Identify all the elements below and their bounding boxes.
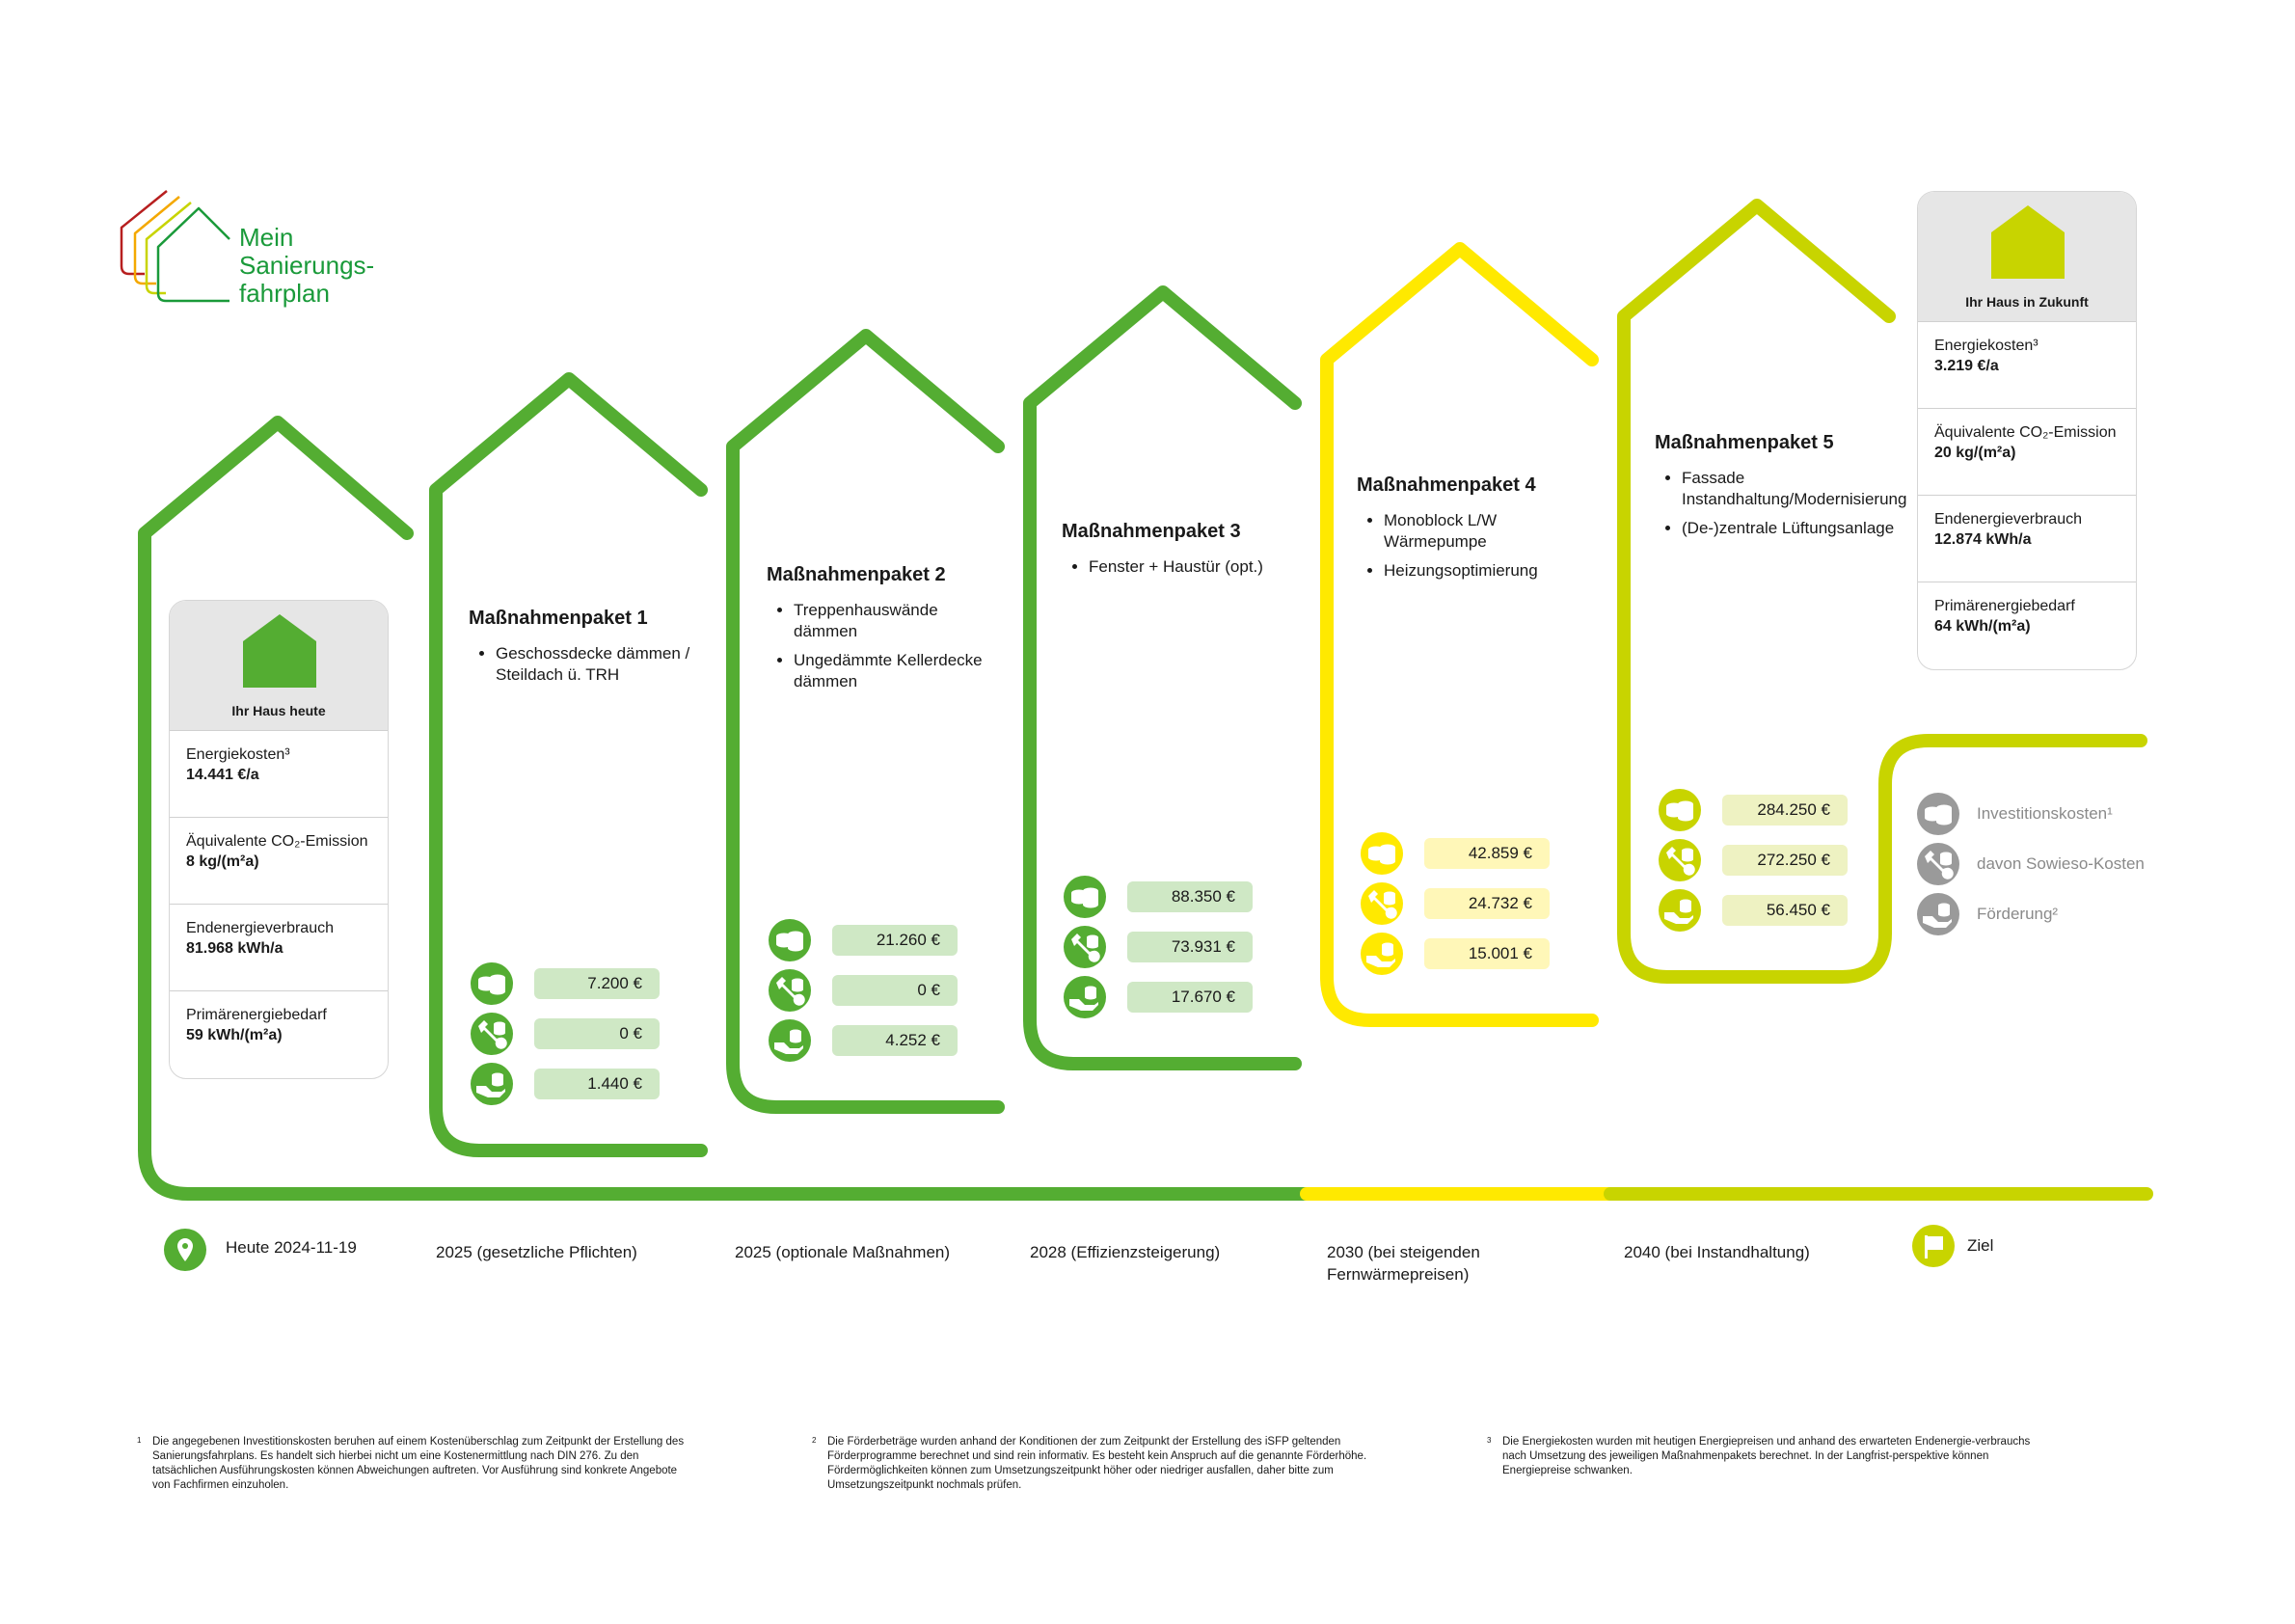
package-3: Maßnahmenpaket 3 Fenster + Haustür (opt.…: [1062, 521, 1303, 585]
sowieso-value: 73.931 €: [1127, 932, 1253, 962]
package-4: Maßnahmenpaket 4 Monoblock L/W Wärmepump…: [1357, 474, 1569, 589]
foerderung-value: 56.450 €: [1722, 895, 1848, 926]
wrench-coins-icon: [1361, 882, 1403, 925]
coins-icon: [471, 962, 513, 1005]
timeline-start: Heute 2024-11-19: [226, 1238, 357, 1257]
hand-coins-icon: [1064, 976, 1106, 1018]
timeline-package-3: 2028 (Effizienzsteigerung): [1030, 1243, 1221, 1261]
invest-value: 284.250 €: [1722, 795, 1848, 826]
wrench-coins-icon: [1064, 926, 1106, 968]
invest-value: 21.260 €: [832, 925, 958, 956]
timeline-package-4: 2030 (bei steigenden Fernwärmepreisen): [1327, 1243, 1480, 1284]
wrench-coins-icon: [1659, 839, 1701, 881]
logo-line-1: Mein: [239, 223, 294, 252]
sowieso-value: 24.732 €: [1424, 888, 1550, 919]
package-1: Maßnahmenpaket 1 Geschossdecke dämmen / …: [469, 608, 710, 693]
card-title: Ihr Haus heute: [231, 703, 326, 718]
coins-icon: [769, 919, 811, 961]
timeline-package-1: 2025 (gesetzliche Pflichten): [436, 1243, 637, 1261]
hand-coins-icon: [1361, 933, 1403, 975]
legend-sowieso: davon Sowieso-Kosten: [1977, 854, 2145, 873]
invest-value: 88.350 €: [1127, 881, 1253, 912]
house-today-icon: [243, 614, 316, 688]
package-5: Maßnahmenpaket 5 Fassade Instandhaltung/…: [1655, 432, 1934, 547]
foerderung-value: 4.252 €: [832, 1025, 958, 1056]
timeline-package-2: 2025 (optionale Maßnahmen): [735, 1243, 951, 1261]
logo-line-2: Sanierungs-: [239, 251, 375, 280]
package-2: Maßnahmenpaket 2 Treppenhauswände dämmen…: [767, 564, 988, 700]
foerderung-value: 15.001 €: [1424, 938, 1550, 969]
legend-foerderung: Förderung²: [1977, 905, 2059, 923]
invest-value: 42.859 €: [1424, 838, 1550, 869]
invest-value: 7.200 €: [534, 968, 660, 999]
timeline-package-5: 2040 (bei Instandhaltung): [1624, 1243, 1810, 1261]
wrench-coins-icon: [1917, 843, 1959, 885]
logo-line-3: fahrplan: [239, 279, 330, 308]
foerderung-value: 1.440 €: [534, 1069, 660, 1099]
hand-coins-icon: [1917, 893, 1959, 935]
coins-icon: [1659, 789, 1701, 831]
goal-flag-icon: [1912, 1225, 1955, 1267]
logo-house-icon: [120, 190, 230, 303]
coins-icon: [1064, 876, 1106, 918]
wrench-coins-icon: [769, 969, 811, 1012]
hand-coins-icon: [471, 1063, 513, 1105]
card-title: Ihr Haus in Zukunft: [1965, 294, 2089, 310]
legend-invest: Investitionskosten¹: [1977, 804, 2113, 823]
coins-icon: [1361, 832, 1403, 875]
house-future-icon: [1991, 205, 2065, 279]
coins-icon: [1917, 793, 1959, 835]
sowieso-value: 0 €: [832, 975, 958, 1006]
wrench-coins-icon: [471, 1013, 513, 1055]
sowieso-value: 0 €: [534, 1018, 660, 1049]
hand-coins-icon: [1659, 889, 1701, 932]
location-pin-icon: [164, 1229, 206, 1271]
sowieso-value: 272.250 €: [1722, 845, 1848, 876]
hand-coins-icon: [769, 1019, 811, 1062]
foerderung-value: 17.670 €: [1127, 982, 1253, 1013]
timeline-goal: Ziel: [1967, 1236, 1994, 1255]
